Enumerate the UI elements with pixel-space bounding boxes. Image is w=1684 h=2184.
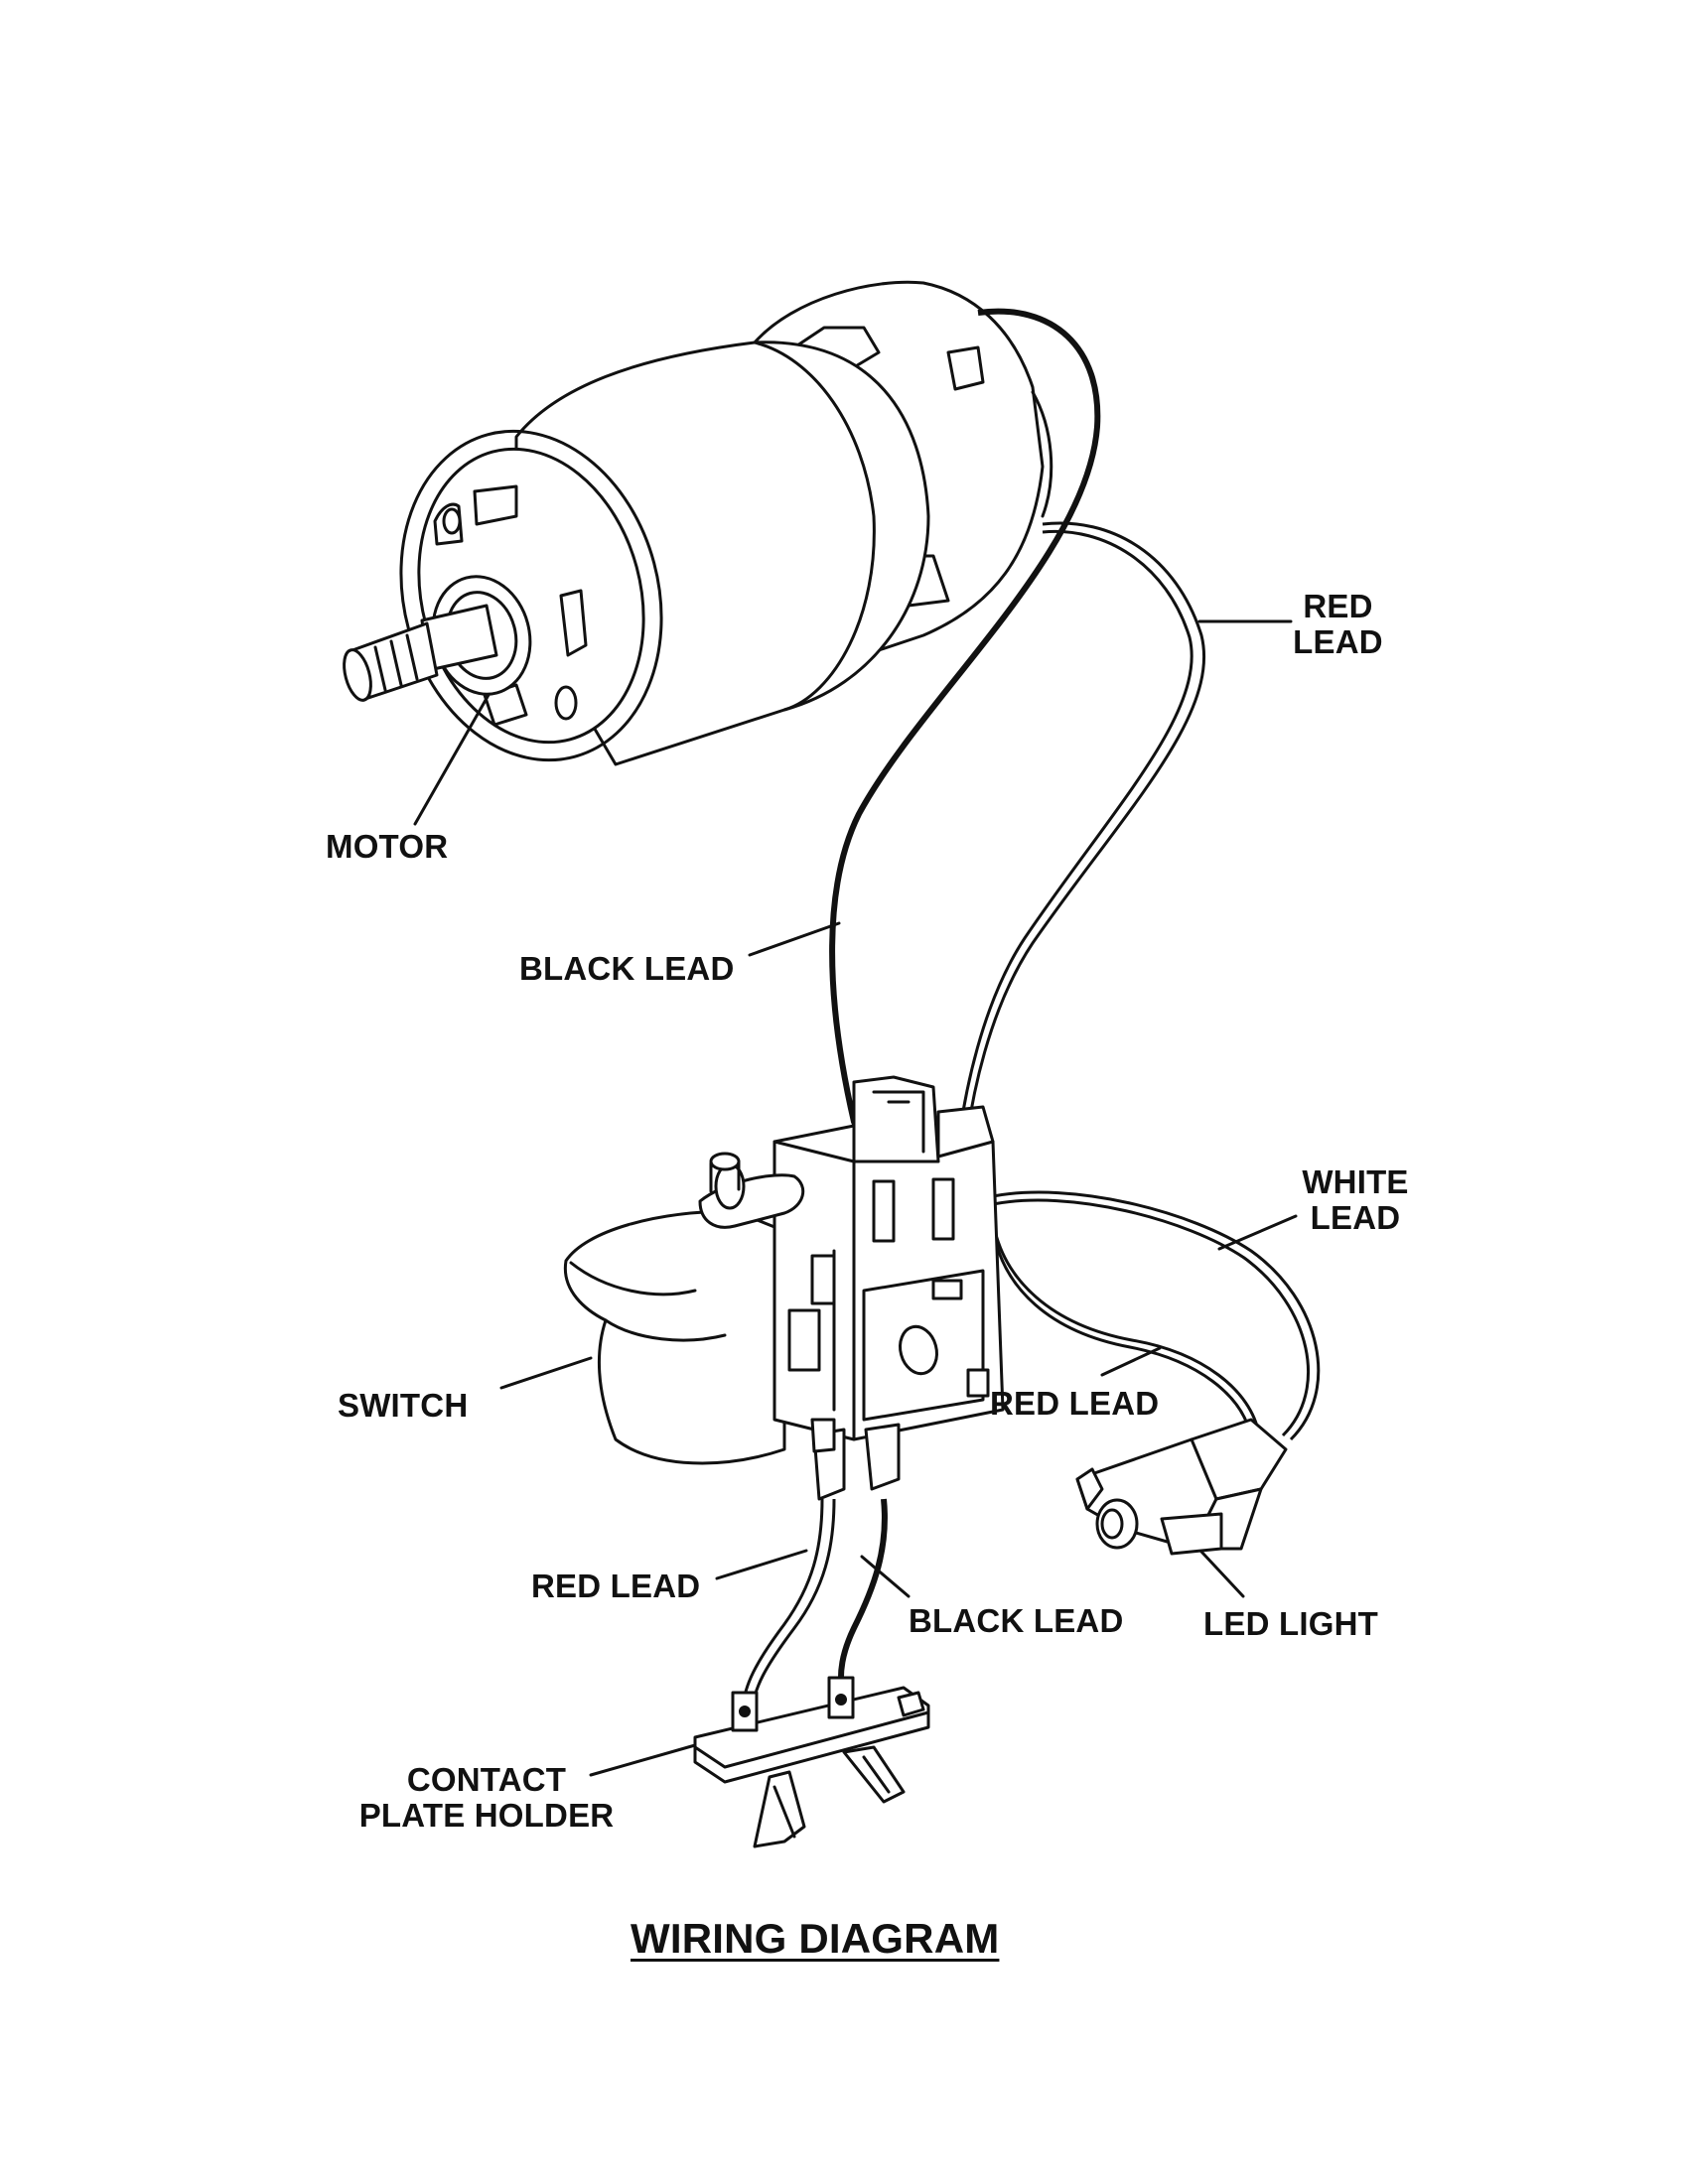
label-black-lead-bottom: BLACK LEAD <box>909 1602 1124 1639</box>
leader-lines <box>413 619 1298 1777</box>
label-red-lead-top: RED LEAD <box>1291 589 1385 660</box>
switch-drawing <box>563 1075 1005 1501</box>
label-red-lead-mid: RED LEAD <box>990 1385 1160 1422</box>
label-red-lead-top-line1: RED <box>1303 588 1373 624</box>
label-white-lead-line2: LEAD <box>1310 1199 1401 1236</box>
label-white-lead-line1: WHITE <box>1302 1163 1409 1200</box>
label-motor: MOTOR <box>326 828 449 865</box>
motor-drawing <box>343 280 1053 766</box>
label-contact-plate-holder-line2: PLATE HOLDER <box>358 1797 615 1834</box>
diagram-title: WIRING DIAGRAM <box>631 1915 1000 1962</box>
label-red-lead-bottom: RED LEAD <box>531 1568 701 1604</box>
label-contact-plate-holder-line1: CONTACT <box>406 1761 567 1798</box>
label-red-lead-top-line2: LEAD <box>1293 623 1383 660</box>
label-contact-plate-holder: CONTACT PLATE HOLDER <box>352 1762 621 1834</box>
contact-plate-holder-drawing <box>693 1676 930 1848</box>
label-black-lead-top: BLACK LEAD <box>519 950 735 987</box>
led-light-drawing <box>1075 1418 1288 1556</box>
label-white-lead: WHITE LEAD <box>1296 1164 1415 1236</box>
label-switch: SWITCH <box>338 1387 469 1424</box>
label-led-light: LED LIGHT <box>1203 1605 1378 1642</box>
wires <box>741 308 1321 1708</box>
